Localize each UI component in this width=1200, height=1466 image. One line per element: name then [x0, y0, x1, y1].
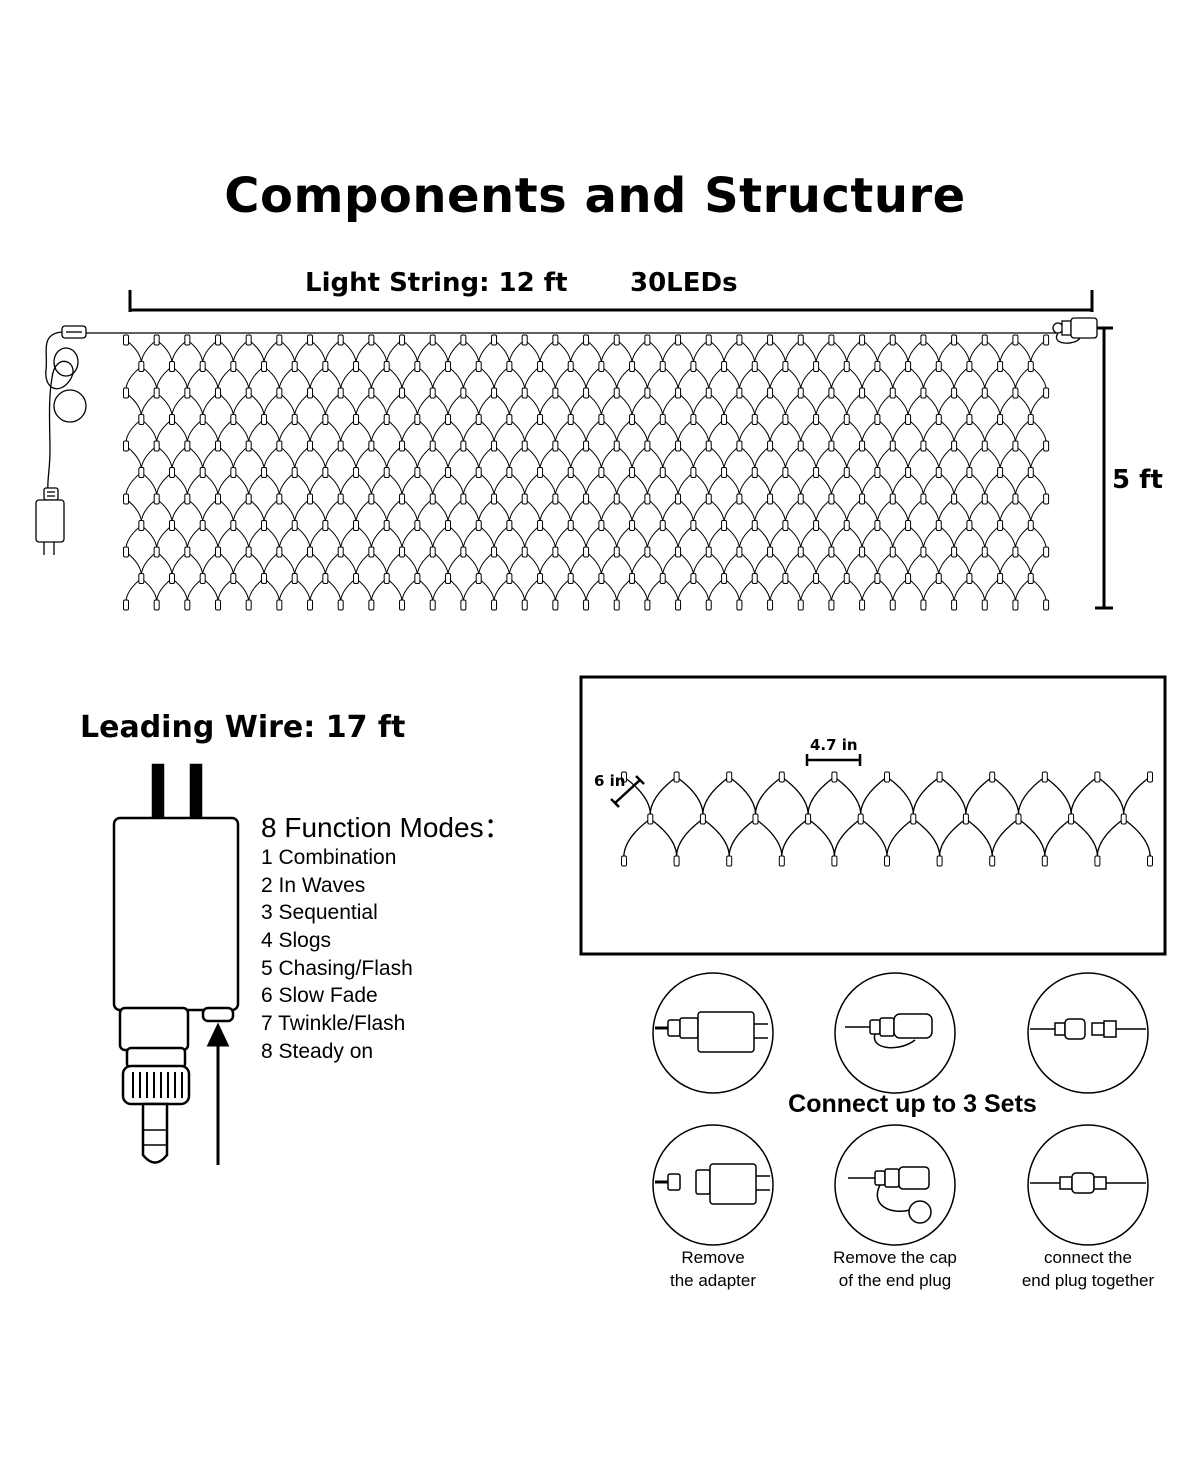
mode-item: 2 In Waves — [261, 874, 366, 897]
caption-line: end plug together — [1021, 1271, 1155, 1290]
horizontal-spacing-marker — [805, 754, 862, 766]
step-circle-adapter-removed — [652, 1124, 774, 1246]
power-adapter-illustration — [112, 763, 240, 1164]
net-light-grid — [123, 334, 1050, 611]
mode-item: 6 Slow Fade — [261, 984, 378, 1007]
caption-line: Remove — [681, 1248, 745, 1267]
step-caption-remove-cap: Remove the cap of the end plug — [795, 1246, 995, 1292]
uncapped-end-plug-icon — [848, 1166, 932, 1224]
step-circle-plug-capped — [834, 972, 956, 1094]
leading-wire-label: Leading Wire: 17 ft — [80, 710, 406, 745]
spacing-detail-box — [579, 675, 1167, 956]
connect-sets-title: Connect up to 3 Sets — [788, 1090, 1037, 1118]
mode-item: 4 Slogs — [261, 929, 332, 952]
led-count-label: 30LEDs — [630, 268, 738, 298]
mode-item: 3 Sequential — [261, 901, 378, 924]
caption-line: of the end plug — [838, 1271, 952, 1290]
joined-plugs-icon — [1030, 1172, 1146, 1194]
function-modes-title: 8 Function Modes： — [261, 812, 512, 843]
vertical-spacing-marker — [610, 775, 645, 808]
removed-adapter-icon — [655, 1163, 770, 1205]
width-dimension-bracket — [128, 290, 1094, 312]
detail-light-pattern — [621, 771, 1153, 867]
mode-button-arrow — [206, 1022, 230, 1165]
caption-line: the adapter — [669, 1271, 756, 1290]
adapter-plug-icon — [655, 1011, 768, 1053]
end-plug-icon — [1052, 317, 1098, 344]
mode-item: 7 Twinkle/Flash — [261, 1012, 406, 1035]
lead-wire-coil — [45, 325, 87, 491]
step-circle-plugs-separate — [1027, 972, 1149, 1094]
caption-line: connect the — [1044, 1248, 1132, 1267]
page-title: Components and Structure — [224, 168, 966, 224]
horizontal-spacing-label: 4.7 in — [810, 736, 858, 754]
mode-item: 1 Combination — [261, 846, 397, 869]
step-caption-remove-adapter: Remove the adapter — [613, 1246, 813, 1292]
separate-plugs-icon — [1030, 1018, 1146, 1040]
mini-adapter-icon — [35, 487, 65, 555]
vertical-spacing-label: 6 in — [594, 772, 626, 790]
caption-line: Remove the cap — [833, 1248, 957, 1267]
step-caption-connect-plugs: connect the end plug together — [988, 1246, 1188, 1292]
mode-item: 5 Chasing/Flash — [261, 957, 413, 980]
height-dimension-bracket — [1095, 326, 1113, 610]
capped-end-plug-icon — [845, 1013, 933, 1049]
step-circle-cap-removed — [834, 1124, 956, 1246]
light-string-length-label: Light String: 12 ft — [305, 268, 568, 298]
mode-item: 8 Steady on — [261, 1040, 374, 1063]
step-circle-adapter-attached — [652, 972, 774, 1094]
net-height-label: 5 ft — [1112, 465, 1163, 495]
step-circle-plugs-joined — [1027, 1124, 1149, 1246]
